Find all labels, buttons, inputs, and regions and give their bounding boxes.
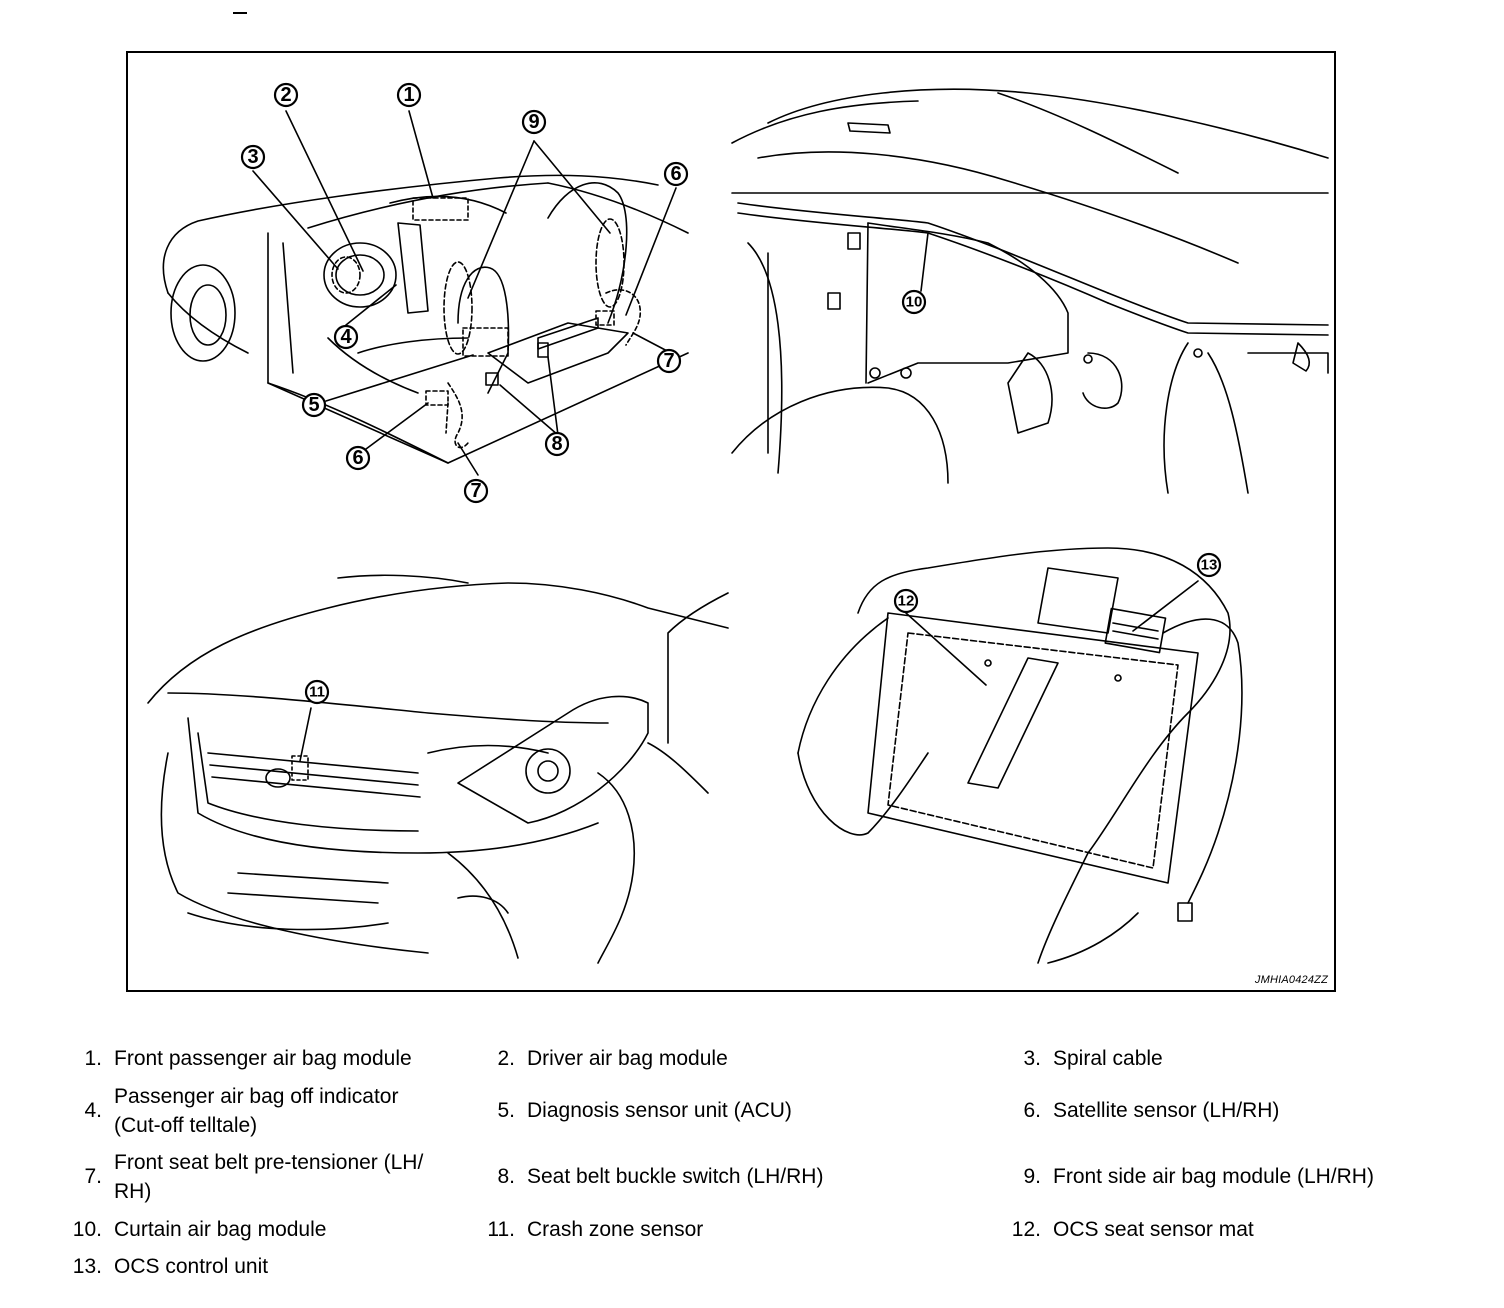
callout-2: 2 (273, 82, 299, 108)
ocs-seat-sensor-mat-illustration (797, 547, 1243, 964)
callout-1: 1 (396, 82, 422, 108)
legend-item: 5.Diagnosis sensor unit (ACU) (497, 1099, 792, 1122)
figure-drawing: 1 2 3 4 5 6 6 7 7 8 9 10 11 12 13 (147, 82, 1329, 964)
svg-text:2: 2 (280, 84, 291, 106)
svg-text:7: 7 (663, 350, 674, 372)
svg-text:6: 6 (670, 163, 681, 185)
legend-item: 11.Crash zone sensor (487, 1218, 704, 1241)
legend-item: 7.Front seat belt pre-tensioner (LH/ RH) (84, 1151, 424, 1203)
callout-10: 10 (901, 289, 927, 315)
callout-13: 13 (1196, 552, 1222, 578)
legend-item: 12.OCS seat sensor mat (1011, 1218, 1254, 1241)
svg-text:5: 5 (308, 394, 319, 416)
legend-item: 2.Driver air bag module (497, 1047, 728, 1070)
callout-9: 9 (521, 109, 547, 135)
legend-item: 4.Passenger air bag off indicator (Cut-o… (84, 1085, 399, 1137)
legend-item: 3.Spiral cable (1023, 1047, 1163, 1070)
callout-8: 8 (544, 431, 570, 457)
svg-text:11: 11 (309, 684, 325, 701)
callout-7-right: 7 (656, 348, 682, 374)
legend-item: 10.Curtain air bag module (72, 1218, 327, 1241)
callout-12: 12 (893, 588, 919, 614)
airbag-component-location-figure: 1 2 3 4 5 6 6 7 7 8 9 10 11 12 13 JMHIA0… (126, 51, 1336, 992)
callout-11: 11 (304, 679, 330, 705)
legend-item: 13.OCS control unit (72, 1255, 269, 1278)
curtain-airbag-view-illustration (731, 88, 1329, 494)
callout-3: 3 (240, 144, 266, 170)
svg-text:3: 3 (247, 146, 258, 168)
svg-text:13: 13 (1201, 557, 1218, 574)
svg-text:12: 12 (898, 593, 915, 610)
legend-item: 1.Front passenger air bag module (84, 1047, 412, 1070)
callout-4: 4 (333, 324, 359, 350)
top-dash-mark (233, 12, 247, 14)
legend-item: 6.Satellite sensor (LH/RH) (1023, 1099, 1280, 1122)
svg-text:1: 1 (403, 84, 414, 106)
svg-text:6: 6 (352, 447, 363, 469)
svg-text:9: 9 (528, 111, 539, 133)
callout-6-right: 6 (663, 161, 689, 187)
svg-text:7: 7 (470, 480, 481, 502)
callout-6-left: 6 (345, 445, 371, 471)
figure-code: JMHIA0424ZZ (1254, 974, 1328, 986)
legend-item: 9.Front side air bag module (LH/RH) (1023, 1165, 1374, 1188)
legend-item: 8.Seat belt buckle switch (LH/RH) (497, 1165, 824, 1188)
svg-text:4: 4 (340, 326, 352, 348)
callout-5: 5 (301, 392, 327, 418)
interior-view-illustration (162, 110, 689, 476)
svg-text:10: 10 (906, 294, 923, 311)
svg-text:8: 8 (551, 433, 562, 455)
vehicle-front-view-illustration (147, 574, 729, 964)
callout-7-left: 7 (463, 478, 489, 504)
